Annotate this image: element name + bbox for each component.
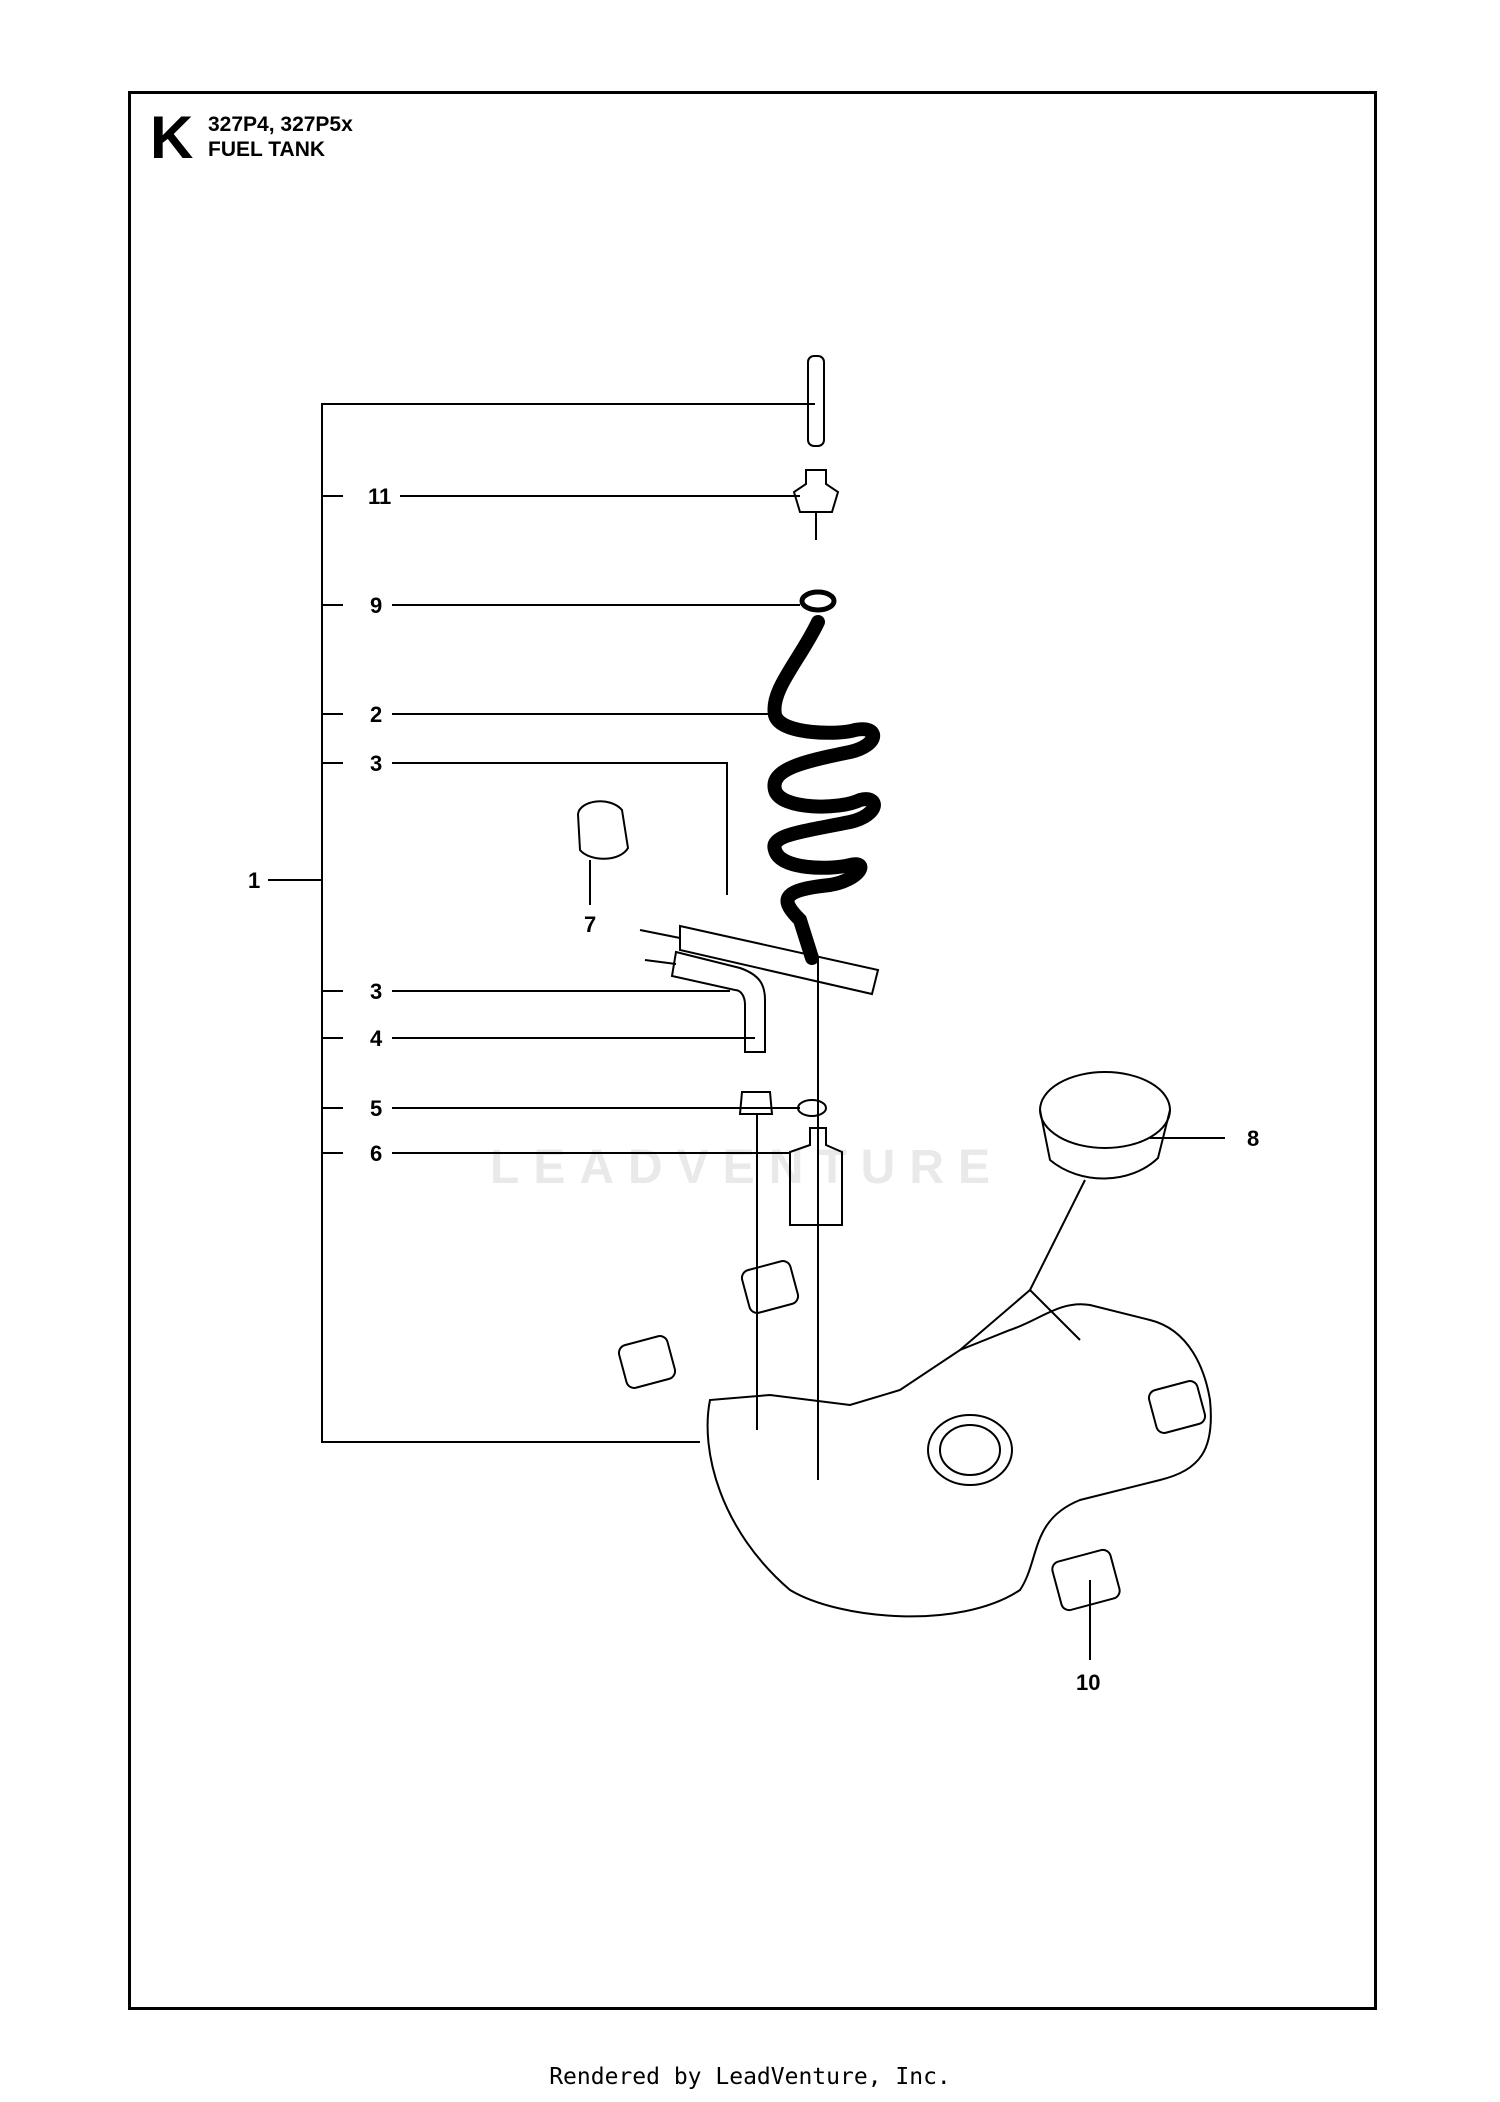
fuel-line-upper — [679, 924, 880, 996]
gasket-c — [1147, 1380, 1207, 1434]
fuel-line-lower — [670, 950, 766, 1053]
section-letter: K — [150, 104, 194, 171]
callout-2: 2 — [370, 702, 382, 727]
small-grommet — [738, 1091, 774, 1115]
callout-1: 1 — [248, 868, 260, 893]
watermark: LEADVENTURE — [490, 1141, 1005, 1194]
callout-8: 9 — [370, 593, 382, 618]
callout-7: 7 — [584, 912, 596, 937]
tank-vent-valve — [792, 469, 840, 513]
render-credit: Rendered by LeadVenture, Inc. — [549, 2064, 951, 2090]
callout-3a: 3 — [370, 751, 382, 776]
diagram-frame — [128, 91, 1377, 2010]
callout-5: 5 — [370, 1096, 382, 1121]
fuel-cap-top — [1039, 1071, 1171, 1149]
hose-clip — [797, 1099, 827, 1117]
diagram-title: FUEL TANK — [208, 138, 326, 161]
fuel-cap-body — [1039, 1109, 1171, 1180]
callout-bracket-1 — [321, 403, 815, 1443]
breather-tube — [807, 355, 825, 447]
callout-10: 10 — [1076, 1670, 1100, 1695]
o-ring — [799, 589, 837, 613]
callout-6: 6 — [370, 1141, 382, 1166]
gasket-b — [617, 1335, 677, 1389]
tank-filler-neck — [927, 1414, 1013, 1486]
leader-3a-b — [392, 762, 728, 895]
gasket-a — [740, 1260, 800, 1314]
model-numbers: 327P4, 327P5x — [208, 113, 353, 136]
callout-3b: 3 — [370, 979, 382, 1004]
fuel-tank-body — [706, 1303, 1212, 1618]
callout-11: 11 — [368, 484, 391, 509]
callout-4: 4 — [370, 1026, 383, 1051]
rubber-mount — [1051, 1548, 1121, 1612]
callout-9: 8 — [1247, 1126, 1259, 1151]
fuel-filter — [789, 1127, 843, 1226]
fuel-hose-coil — [767, 615, 881, 965]
fuel-line-grommet — [576, 800, 630, 860]
